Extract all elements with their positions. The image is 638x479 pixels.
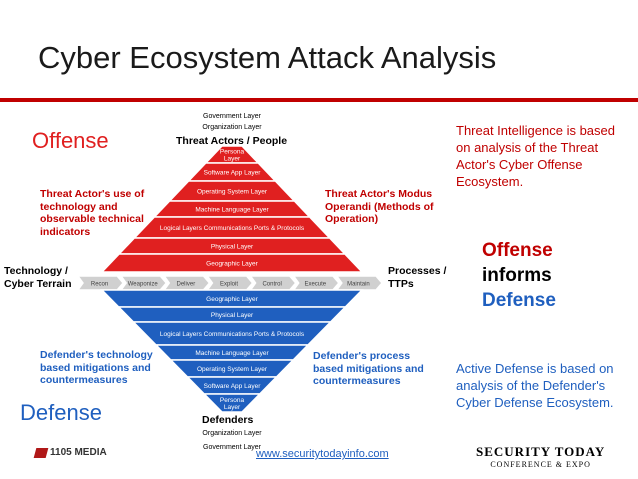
defense-technology-note: Defender's technology based mitigations …	[40, 349, 153, 386]
defense-heading: Defense	[20, 400, 102, 425]
kill-chain-step-label: Exploit	[220, 282, 238, 288]
offense-layer-label: Machine Language Layer	[195, 207, 269, 214]
offense-technology-note: Threat Actor's use of technology and obs…	[40, 188, 145, 238]
offense-layer-label: Software App Layer	[204, 170, 262, 177]
offense-layer-label: Logical Layers Communications Ports & Pr…	[160, 225, 305, 232]
website-link[interactable]: www.securitytodayinfo.com	[256, 448, 389, 460]
defenders-label: Defenders	[202, 414, 254, 426]
offense-organization-layer-label: Organization Layer	[202, 124, 262, 131]
threat-actors-label: Threat Actors / People	[176, 135, 288, 147]
kill-chain-step-label: Recon	[91, 282, 108, 288]
defense-process-note: Defender's process based mitigations and…	[313, 350, 424, 387]
security-today-logo-subtitle: CONFERENCE & EXPO	[490, 460, 591, 469]
kill-chain-step-label: Weaponize	[128, 282, 159, 288]
offense-layer-label: Operating System Layer	[197, 189, 268, 196]
defense-layer-band	[202, 393, 262, 413]
threat-intelligence-text: Threat Intelligence is based on analysis…	[456, 123, 615, 189]
informs-defense-word: Defense	[482, 290, 556, 311]
active-defense-text: Active Defense is based on analysis of t…	[456, 361, 614, 410]
defense-layer-label: Geographic Layer	[206, 296, 259, 303]
defense-layer-label: Machine Language Layer	[195, 350, 269, 357]
media-logo: 1105 MEDIA	[33, 447, 107, 458]
offense-government-layer-label: Government Layer	[203, 113, 261, 120]
offense-heading: Offense	[32, 128, 109, 153]
media-logo-text: 1105 MEDIA	[50, 447, 107, 458]
offense-layer-label: Geographic Layer	[206, 261, 259, 268]
kill-chain-step-label: Execute	[304, 282, 326, 288]
defense-layer-label: Physical Layer	[211, 312, 254, 319]
offense-process-note: Threat Actor's Modus Operandi (Methods o…	[325, 188, 434, 225]
kill-chain-step-label: Deliver	[177, 282, 196, 288]
security-today-logo-title: SECURITY TODAY	[476, 444, 606, 459]
defense-layer-label: Operating System Layer	[197, 366, 268, 373]
defense-organization-layer-label: Organization Layer	[202, 430, 262, 437]
offense-layer-band	[100, 253, 364, 273]
kill-chain-row: Recon Weaponize Deliver Exploit Control Execu…	[76, 275, 383, 291]
offense-informs-defense: Offense informs Defense	[482, 238, 556, 313]
defense-layer-label: Software App Layer	[204, 383, 262, 390]
media-logo-icon	[33, 447, 49, 458]
title-divider	[0, 98, 638, 102]
kill-chain-step	[335, 275, 383, 291]
offense-layer-label: Physical Layer	[211, 244, 254, 251]
defense-government-layer-label: Government Layer	[203, 444, 261, 451]
kill-chain-step-label: Maintain	[347, 282, 370, 288]
page-title: Cyber Ecosystem Attack Analysis	[38, 40, 497, 75]
kill-chain-step-label: Control	[262, 282, 281, 288]
security-today-logo: SECURITY TODAY CONFERENCE & EXPO	[476, 444, 605, 469]
informs-word: informs	[482, 265, 552, 286]
informs-offense-word: Offense	[482, 240, 553, 261]
technology-axis-label: Technology / Cyber Terrain	[4, 265, 72, 290]
defense-layer-label: Logical Layers Communications Ports & Pr…	[160, 331, 305, 338]
processes-axis-label: Processes / TTPs	[388, 265, 447, 290]
